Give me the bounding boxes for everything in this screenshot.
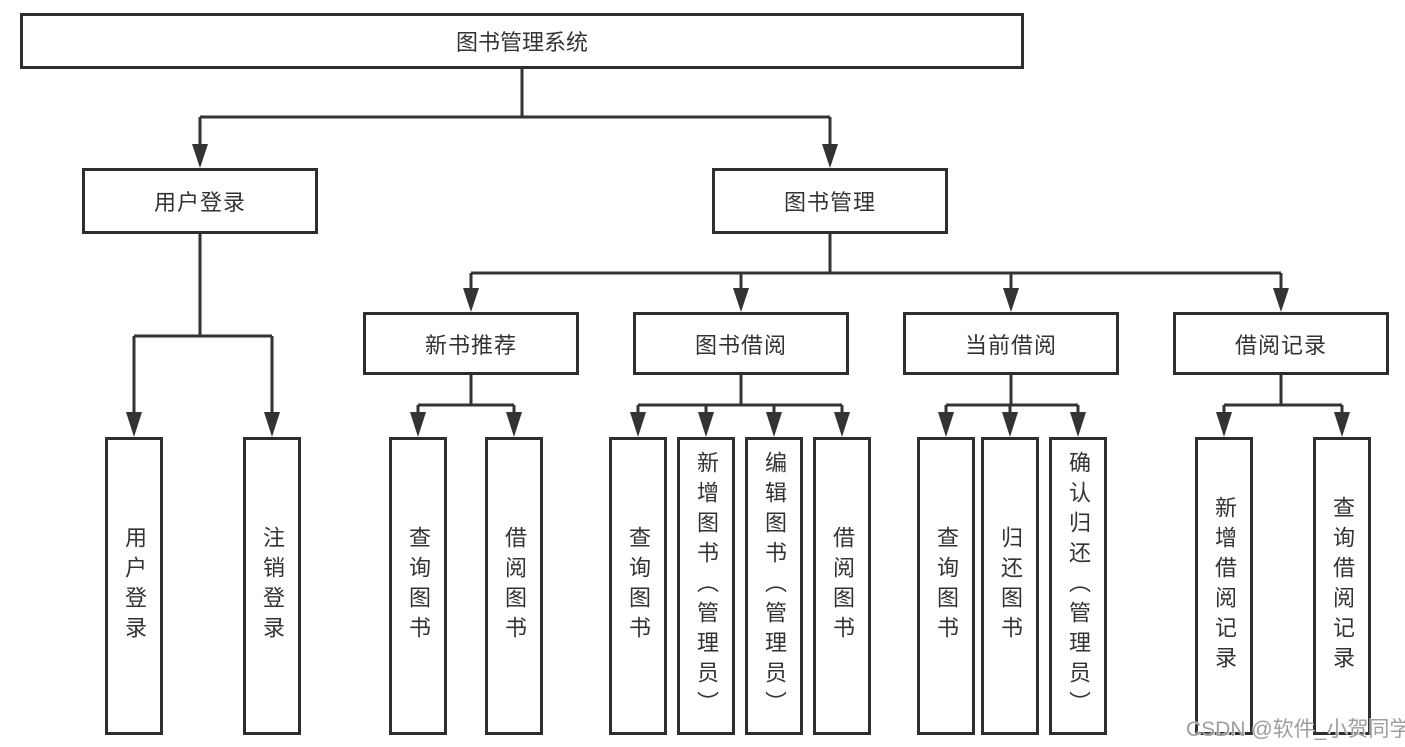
leaf-borrow-books-recommend: 借阅图书 — [485, 437, 543, 735]
connector-borrowing-records-to-leaves — [1216, 375, 1350, 437]
arrowhead — [463, 288, 479, 312]
leaf-query-borrow-record: 查询借阅记录 — [1313, 437, 1371, 735]
node-current-borrowing: 当前借阅 — [903, 312, 1119, 375]
node-label: 编辑图书（管理员） — [762, 451, 787, 721]
leaf-query-books-borrowing: 查询图书 — [609, 437, 667, 735]
connector-user-login-to-leaves — [126, 233, 280, 437]
node-label: 注销登录 — [260, 526, 285, 646]
arrowhead — [1216, 412, 1232, 437]
node-label: 当前借阅 — [964, 332, 1057, 358]
leaf-add-books-admin: 新增图书（管理员） — [677, 437, 735, 735]
arrowhead — [126, 412, 142, 437]
node-book-borrowing: 图书借阅 — [633, 312, 849, 375]
arrowhead — [834, 412, 850, 437]
node-label: 查询借阅记录 — [1330, 496, 1355, 676]
leaf-user-login: 用户登录 — [105, 437, 163, 735]
leaf-confirm-return-admin: 确认归还（管理员） — [1049, 437, 1107, 735]
node-label: 用户登录 — [122, 526, 147, 646]
node-label: 借阅记录 — [1234, 332, 1327, 358]
arrowhead — [630, 412, 646, 437]
arrowhead — [733, 288, 749, 312]
leaf-logout: 注销登录 — [243, 437, 301, 735]
node-borrowing-records: 借阅记录 — [1173, 312, 1389, 375]
node-label: 图书借阅 — [694, 332, 787, 358]
node-label: 确认归还（管理员） — [1066, 451, 1091, 721]
node-label: 新书推荐 — [424, 332, 517, 358]
leaf-query-books-recommend: 查询图书 — [389, 437, 447, 735]
node-label: 新增图书（管理员） — [694, 451, 719, 721]
leaf-add-borrow-record: 新增借阅记录 — [1195, 437, 1253, 735]
leaf-borrow-books: 借阅图书 — [813, 437, 871, 735]
connector-current-borrowing-to-leaves — [938, 375, 1086, 437]
arrowhead — [1334, 412, 1350, 437]
node-label: 查询图书 — [934, 526, 959, 646]
node-label: 新增借阅记录 — [1212, 496, 1237, 676]
arrowhead — [264, 412, 280, 437]
arrowhead — [698, 412, 714, 437]
node-label: 借阅图书 — [830, 526, 855, 646]
arrowhead — [1070, 412, 1086, 437]
leaf-query-books-current: 查询图书 — [917, 437, 975, 735]
connector-book-borrowing-to-leaves — [630, 375, 850, 437]
node-library-management-system: 图书管理系统 — [20, 13, 1024, 69]
arrowhead — [1003, 288, 1019, 312]
arrowhead — [938, 412, 954, 437]
arrowhead — [192, 144, 208, 168]
leaf-return-books: 归还图书 — [981, 437, 1039, 735]
node-label: 图书管理系统 — [455, 30, 588, 55]
node-label: 归还图书 — [998, 526, 1023, 646]
arrowhead — [1273, 288, 1289, 312]
arrowhead — [766, 412, 782, 437]
node-label: 用户登录 — [153, 190, 246, 215]
connector-new-book-recommend-to-leaves — [410, 375, 522, 437]
node-label: 查询图书 — [406, 526, 431, 646]
arrowhead — [1002, 412, 1018, 437]
node-label: 借阅图书 — [502, 526, 527, 646]
csdn-watermark: CSDN @软件_小贺同学 — [1186, 718, 1405, 741]
connector-root-to-level2 — [192, 69, 838, 168]
node-label: 查询图书 — [626, 526, 651, 646]
arrowhead — [410, 412, 426, 437]
arrowhead — [822, 144, 838, 168]
leaf-edit-books-admin: 编辑图书（管理员） — [745, 437, 803, 735]
node-user-login-branch: 用户登录 — [82, 168, 318, 234]
node-book-management-branch: 图书管理 — [712, 168, 948, 234]
arrowhead — [506, 412, 522, 437]
connector-book-management-to-level3 — [463, 234, 1289, 312]
node-new-book-recommend: 新书推荐 — [363, 312, 579, 375]
node-label: 图书管理 — [783, 190, 876, 215]
